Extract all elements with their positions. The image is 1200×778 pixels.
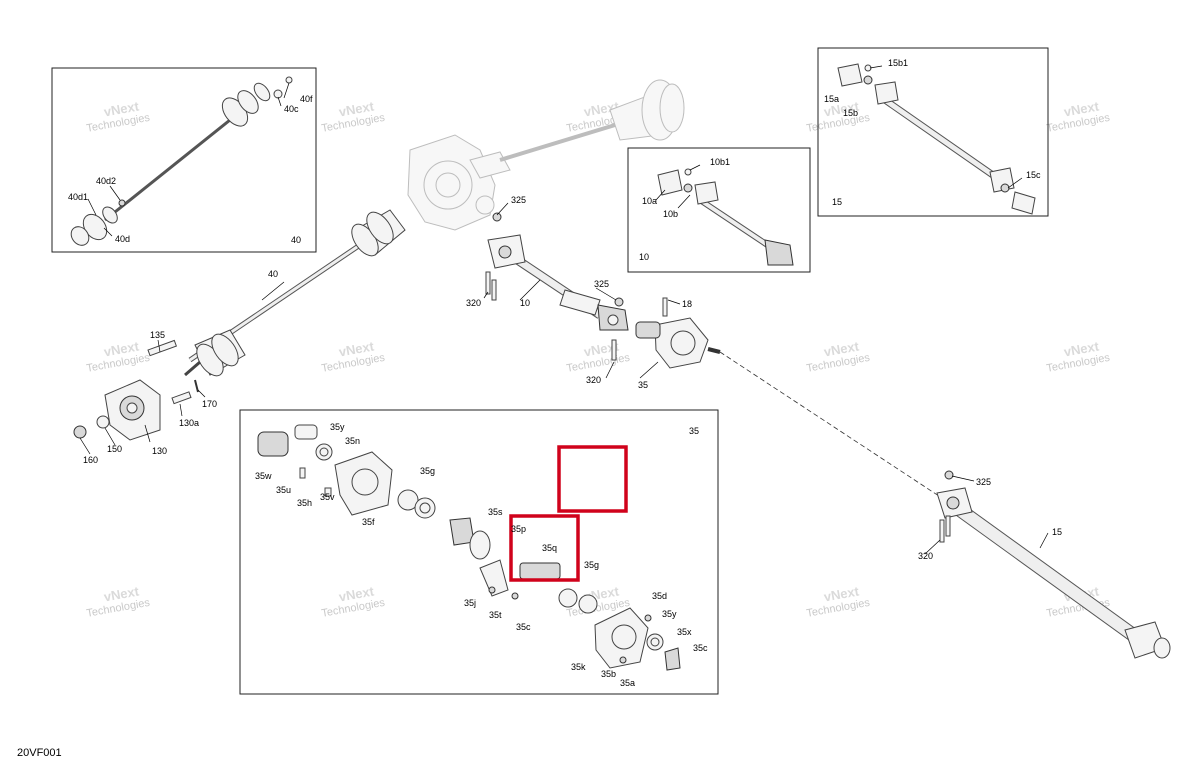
svg-text:vNext: vNext [338, 98, 376, 119]
callout-35c-left: 35c [516, 622, 531, 632]
callout-10b1: 10b1 [710, 157, 730, 167]
svg-text:vNext: vNext [1063, 98, 1101, 119]
callout-35y-bottom: 35y [662, 609, 677, 619]
watermark: vNext Technologies [321, 583, 387, 619]
callout-35q: 35q [542, 543, 557, 553]
svg-text:vNext: vNext [103, 338, 141, 359]
callout-15c: 15c [1026, 170, 1041, 180]
inset-box-40 [51, 67, 317, 253]
svg-text:vNext: vNext [338, 338, 376, 359]
svg-text:vNext: vNext [338, 583, 376, 604]
callout-35y-top: 35y [330, 422, 345, 432]
callout-35b: 35b [601, 669, 616, 679]
callout-40-main: 40 [268, 269, 278, 279]
svg-text:vNext: vNext [103, 98, 141, 119]
callout-40d: 40d [115, 234, 130, 244]
callout-35a: 35a [620, 678, 635, 688]
watermark: vNext Technologies [86, 98, 152, 134]
callout-320-right: 320 [918, 551, 933, 561]
callout-15-main: 15 [1052, 527, 1062, 537]
callout-35h: 35h [297, 498, 312, 508]
propshaft-15 [936, 470, 1171, 659]
watermark: vNext Technologies [1046, 98, 1112, 134]
callout-35g-bottom: 35g [584, 560, 599, 570]
svg-text:vNext: vNext [1063, 338, 1101, 359]
svg-text:vNext: vNext [823, 583, 861, 604]
callout-10b: 10b [663, 209, 678, 219]
callout-labels: 40f 40c 40d2 40d1 40d 40 10b1 10a 10b 10… [68, 58, 1062, 688]
callout-35d: 35d [652, 591, 667, 601]
watermark: vNext Technologies [86, 583, 152, 619]
callout-35j: 35j [464, 598, 476, 608]
callout-40d1: 40d1 [68, 192, 88, 202]
callout-325-mid: 325 [594, 279, 609, 289]
inset-box-35 [239, 409, 719, 695]
callout-170: 170 [202, 399, 217, 409]
callout-10-main: 10 [520, 298, 530, 308]
callout-35f: 35f [362, 517, 375, 527]
leader-lines [79, 65, 1049, 555]
callout-35-main: 35 [638, 380, 648, 390]
callout-130a: 130a [179, 418, 199, 428]
callout-35g-top: 35g [420, 466, 435, 476]
highlight-box-upper [557, 445, 628, 513]
callout-15b1: 15b1 [888, 58, 908, 68]
callout-15b: 15b [843, 108, 858, 118]
callout-320-left: 320 [466, 298, 481, 308]
callout-10a: 10a [642, 196, 657, 206]
callout-35k: 35k [571, 662, 586, 672]
callout-320-mid: 320 [586, 375, 601, 385]
callout-325-top: 325 [511, 195, 526, 205]
watermark: vNext Technologies [86, 338, 152, 374]
watermark: vNext Technologies [321, 98, 387, 134]
svg-text:vNext: vNext [823, 98, 861, 119]
callout-35x: 35x [677, 627, 692, 637]
callout-130: 130 [152, 446, 167, 456]
svg-text:vNext: vNext [583, 338, 621, 359]
watermark: vNext Technologies [321, 338, 387, 374]
callout-35t: 35t [489, 610, 502, 620]
callout-135: 135 [150, 330, 165, 340]
box-10-number: 10 [639, 252, 649, 262]
figure-code: 20VF001 [17, 747, 62, 759]
inset-box-15 [817, 47, 1049, 217]
callout-15a: 15a [824, 94, 839, 104]
callout-150: 150 [107, 444, 122, 454]
drive-shaft-40 [184, 209, 406, 377]
callout-35u: 35u [276, 485, 291, 495]
watermark: vNext Technologies [806, 583, 872, 619]
callout-35v: 35v [320, 492, 335, 502]
watermark: vNext Technologies [806, 338, 872, 374]
callout-40d2: 40d2 [96, 176, 116, 186]
wheel-hub-assembly [73, 339, 199, 441]
callout-35c-right: 35c [693, 643, 708, 653]
watermark: vNext Technologies [1046, 338, 1112, 374]
callout-35w: 35w [255, 471, 272, 481]
callout-40f: 40f [300, 94, 313, 104]
box-40-number: 40 [291, 235, 301, 245]
callout-35s: 35s [488, 507, 503, 517]
ghost-gearbox-assembly [407, 79, 685, 231]
propshaft-10 [485, 212, 629, 361]
box-15-number: 15 [832, 197, 842, 207]
assembly-axis-line [719, 351, 946, 501]
highlight-box-35q [509, 514, 580, 582]
box-35-number: 35 [689, 426, 699, 436]
svg-text:vNext: vNext [823, 338, 861, 359]
callout-160: 160 [83, 455, 98, 465]
front-differential-35 [635, 297, 721, 369]
callout-40c: 40c [284, 104, 299, 114]
callout-18: 18 [682, 299, 692, 309]
callout-35p: 35p [511, 524, 526, 534]
svg-text:vNext: vNext [103, 583, 141, 604]
inset-box-10 [627, 147, 811, 273]
callout-325-right: 325 [976, 477, 991, 487]
callout-35n: 35n [345, 436, 360, 446]
watermark: vNext Technologies [566, 338, 632, 374]
